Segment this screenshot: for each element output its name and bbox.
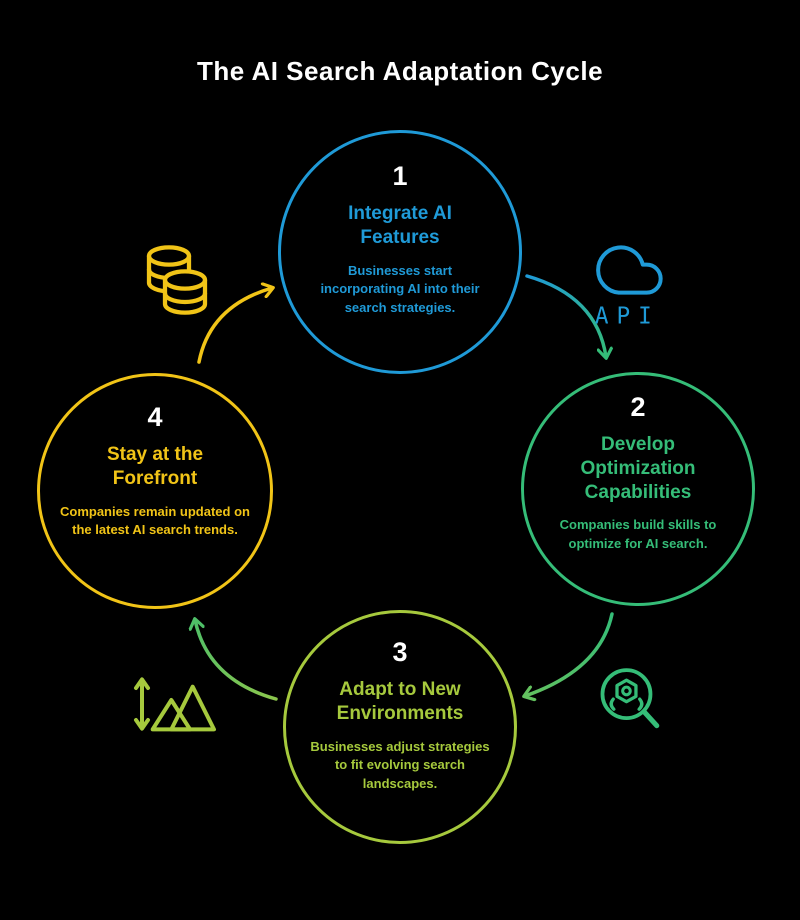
step-description: Companies remain updated on the latest A… [60,503,250,538]
step-description: Businesses adjust strategies to fit evol… [310,738,490,792]
step-number: 2 [630,392,646,422]
robot-search-icon [591,660,667,761]
arrow-step1-to-step2 [525,274,606,357]
arrow-step3-to-step4 [195,620,278,701]
step-number: 1 [392,161,408,191]
step-circle-2: 2 Develop Optimization Capabilities Comp… [521,372,755,606]
step-description: Businesses start incorporating AI into t… [320,262,480,316]
step-circle-3: 3 Adapt to New Environments Businesses a… [283,610,517,844]
step-description: Companies build skills to optimize for A… [559,517,717,552]
step-circle-4: 4 Stay at the Forefront Companies remain… [37,373,273,609]
arrow-step4-to-step1 [197,288,272,364]
step-number: 4 [147,402,163,432]
step-number: 3 [392,637,408,667]
step-circle-1: 1 Integrate AI Features Businesses start… [278,130,522,374]
api-label: API [595,303,660,329]
step-title: Integrate AI Features [348,203,452,248]
mountains-icon [131,660,217,753]
step-title: Develop Optimization Capabilities [580,434,696,503]
step-title: Adapt to New Environments [336,679,464,724]
cloud-api-icon: API [583,238,669,339]
step-title: Stay at the Forefront [106,444,204,489]
diagram-title: The AI Search Adaptation Cycle [196,56,604,86]
database-icon [134,240,220,333]
arrow-step2-to-step3 [525,612,614,696]
